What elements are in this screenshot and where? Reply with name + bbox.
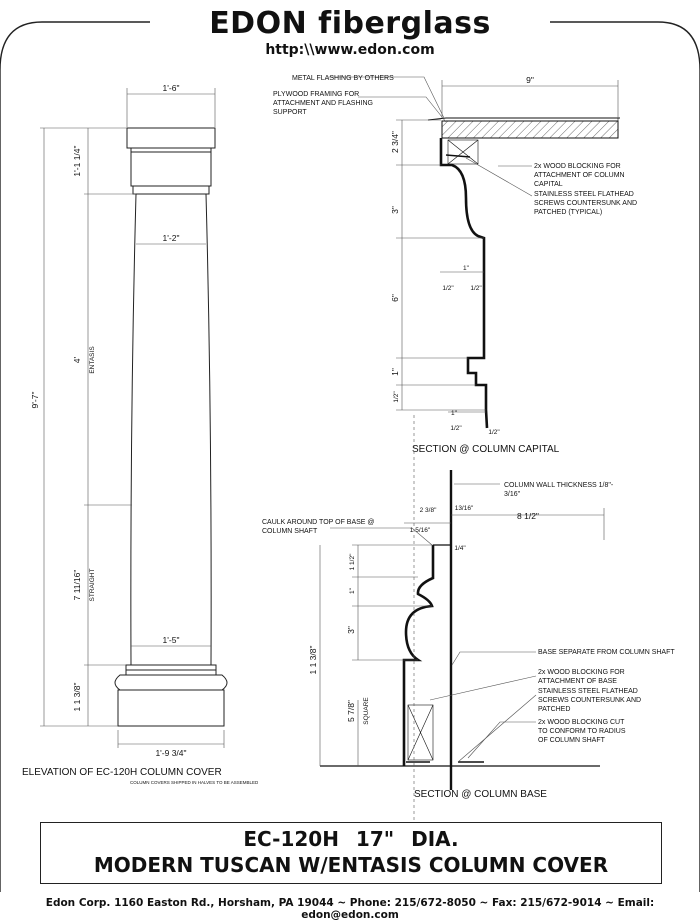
title-block: EC-120H 17" DIA. MODERN TUSCAN W/ENTASIS… — [40, 822, 662, 884]
neck-width-dim: 1'-2" — [163, 233, 180, 243]
column-elevation — [114, 127, 228, 727]
base-overall-dim: 1 1 3/8" — [308, 645, 318, 674]
straight-height-dim: 7 11/16" — [72, 570, 82, 601]
overall-height-dim: 9'-7" — [30, 392, 40, 409]
entasis-height-dim: 4' — [72, 356, 82, 363]
note-screws-1: STAINLESS STEEL FLATHEAD — [534, 191, 634, 198]
note-base-screws-3: PATCHED — [538, 706, 570, 713]
elevation-dim-lines — [40, 88, 225, 748]
base-w4-dim: 1/4" — [454, 545, 466, 552]
base-dim-lines — [319, 415, 605, 820]
entasis-label: ENTASIS — [89, 346, 96, 374]
note-blocking-1: 2x WOOD BLOCKING FOR — [534, 163, 621, 170]
base-height-dim: 1 1 3/8" — [72, 682, 82, 711]
title-description: MODERN TUSCAN W/ENTASIS COLUMN COVER — [93, 853, 609, 877]
base-w3-dim: 1 5/16" — [410, 527, 431, 534]
elevation-dim-text: 1'-6" 1'-1 1/4" 1'-2" 4' ENTASIS 9'-7" 7… — [22, 83, 259, 785]
cap-half-b-dim: 1/2" — [470, 285, 482, 292]
brand-url: http:\\www.edon.com — [265, 42, 435, 58]
note-wall-1: COLUMN WALL THICKNESS 1/8"- — [504, 482, 614, 489]
note-blocking-cut-1: 2x WOOD BLOCKING CUT — [538, 719, 625, 726]
plinth-width-dim: 1'-9 3/4" — [155, 748, 186, 758]
cap-one-in-b-dim: 1" — [451, 410, 458, 417]
base-width-dim: 8 1/2" — [517, 511, 539, 521]
elevation-caption: ELEVATION OF EC-120H COLUMN COVER — [22, 767, 222, 778]
note-base-screws-1: STAINLESS STEEL FLATHEAD — [538, 688, 638, 695]
top-width-dim: 1'-6" — [163, 83, 180, 93]
base-d2-dim: 1" — [349, 587, 356, 594]
cap-d3-dim: 6" — [390, 294, 400, 302]
base-square-dim: 5 7/8" — [346, 700, 356, 722]
note-flashing: METAL FLASHING BY OTHERS — [292, 75, 394, 82]
note-screws-3: PATCHED (TYPICAL) — [534, 209, 602, 216]
base-w2-dim: 13/16" — [455, 505, 474, 512]
note-blocking-cut-3: OF COLUMN SHAFT — [538, 737, 606, 744]
base-square-label: SQUARE — [363, 697, 370, 725]
base-notes: COLUMN WALL THICKNESS 1/8"- 3/16" CAULK … — [262, 482, 675, 744]
note-plywood-2: ATTACHMENT AND FLASHING — [273, 100, 373, 107]
note-blocking-3: CAPITAL — [534, 181, 563, 188]
note-separate: BASE SEPARATE FROM COLUMN SHAFT — [538, 649, 675, 656]
title-model: EC-120H 17" DIA. — [243, 827, 459, 851]
cap-half-a-dim: 1/2" — [442, 285, 454, 292]
base-w1-dim: 2 3/8" — [420, 507, 437, 514]
capital-section-drawing — [427, 117, 620, 429]
cap-d2-dim: 3" — [390, 206, 400, 214]
cap-width-dim: 9" — [526, 75, 534, 85]
cap-d4-dim: 1" — [390, 368, 400, 376]
base-d1-dim: 1 1/2" — [349, 553, 356, 570]
straight-label: STRAIGHT — [89, 569, 96, 602]
note-base-blocking-1: 2x WOOD BLOCKING FOR — [538, 669, 625, 676]
base-section-caption: SECTION @ COLUMN BASE — [414, 789, 547, 800]
capital-dim-lines — [328, 76, 619, 413]
elevation-subcaption: COLUMN COVERS SHIPPED IN HALVES TO BE AS… — [130, 780, 259, 785]
footer-contact: Edon Corp. 1160 Easton Rd., Horsham, PA … — [45, 897, 655, 921]
note-screws-2: SCREWS COUNTERSUNK AND — [534, 200, 637, 207]
note-caulk-2: COLUMN SHAFT — [262, 528, 318, 535]
cap-one-in-dim: 1" — [463, 265, 470, 272]
capital-dim-text: 9" 2 3/4" 3" 6" 1" 1/2" 1" 1/2" 1/2" 1" … — [390, 75, 560, 455]
note-plywood-3: SUPPORT — [273, 109, 307, 116]
capital-height-dim: 1'-1 1/4" — [72, 145, 82, 176]
capital-notes: METAL FLASHING BY OTHERS PLYWOOD FRAMING… — [273, 75, 637, 216]
note-base-screws-2: SCREWS COUNTERSUNK AND — [538, 697, 641, 704]
cap-d5-dim: 1/2" — [393, 391, 400, 403]
note-wall-2: 3/16" — [504, 491, 521, 498]
cap-half-d-dim: 1/2" — [488, 429, 500, 436]
cap-d1-dim: 2 3/4" — [390, 131, 400, 153]
note-blocking-cut-2: TO CONFORM TO RADIUS — [538, 728, 626, 735]
base-d3-dim: 3" — [346, 626, 356, 634]
note-plywood-1: PLYWOOD FRAMING FOR — [273, 91, 359, 98]
note-caulk-1: CAULK AROUND TOP OF BASE @ — [262, 519, 375, 526]
base-shaft-width-dim: 1'-5" — [163, 635, 180, 645]
capital-section-caption: SECTION @ COLUMN CAPITAL — [412, 444, 560, 455]
brand-title: EDON fiberglass — [209, 6, 491, 41]
note-base-blocking-2: ATTACHMENT OF BASE — [538, 678, 617, 685]
base-dim-text: 8 1/2" 2 3/8" 13/16" 1 5/16" 1/4" 1 1/2"… — [308, 505, 547, 800]
cap-half-c-dim: 1/2" — [450, 425, 462, 432]
sheet-border — [0, 21, 700, 892]
note-blocking-2: ATTACHMENT OF COLUMN — [534, 172, 625, 179]
